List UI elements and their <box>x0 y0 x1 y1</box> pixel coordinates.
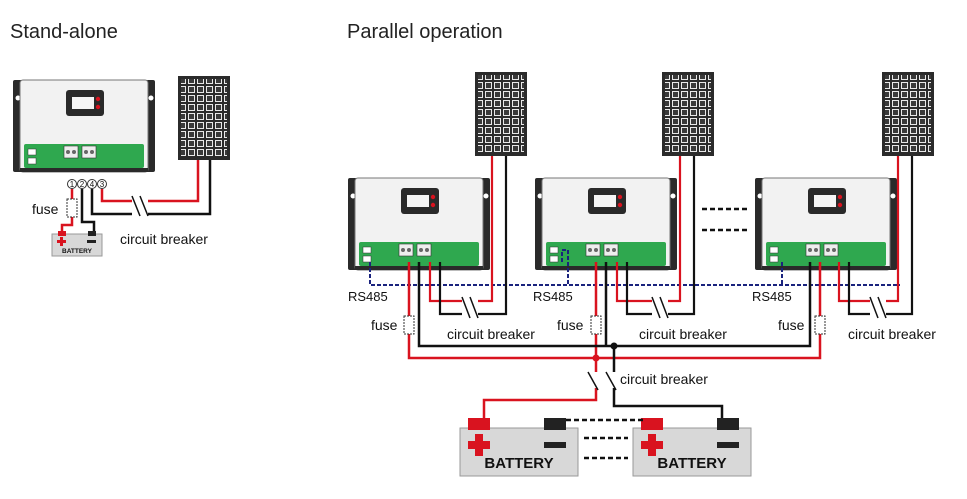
standalone-solar-panel <box>178 76 230 160</box>
terminal-label: 1 <box>70 180 75 189</box>
stand-alone-heading: Stand-alone <box>10 21 118 43</box>
terminal-label: 4 <box>90 180 95 189</box>
parallel-solar-panel-2 <box>662 72 714 156</box>
pv-circuit-breaker-label-3: circuit breaker <box>848 326 936 342</box>
terminal-label: 3 <box>100 180 105 189</box>
standalone-battery-label: BATTERY <box>62 248 93 255</box>
parallel-battery-1: BATTERY <box>459 417 579 477</box>
parallel-fuse-label-3: fuse <box>778 317 805 333</box>
parallel-solar-panel-1 <box>475 72 527 156</box>
standalone-battery: BATTERY <box>51 231 103 257</box>
bus-junction-dots <box>592 342 618 362</box>
standalone-circuit-breaker-label: circuit breaker <box>120 231 208 247</box>
main-circuit-breaker-label: circuit breaker <box>620 371 708 387</box>
parallel-operation-heading: Parallel operation <box>347 21 503 43</box>
parallel-pv-wiring <box>428 156 914 316</box>
pv-circuit-breaker-label-1: circuit breaker <box>447 326 535 342</box>
main-battery-breaker-symbol <box>587 371 617 391</box>
parallel-fuses <box>403 315 826 335</box>
standalone-terminals: 1 2 4 3 <box>67 179 107 189</box>
parallel-battery-2: BATTERY <box>632 417 752 477</box>
standalone-fuse <box>66 198 78 218</box>
rs485-label-3: RS485 <box>752 289 792 304</box>
parallel-fuse-label-2: fuse <box>557 317 584 333</box>
standalone-circuit-breaker-symbol <box>131 195 149 217</box>
parallel-controller-2 <box>534 177 678 271</box>
parallel-battery-2-label: BATTERY <box>657 455 726 472</box>
terminal-label: 2 <box>80 180 85 189</box>
parallel-pv-breaker-symbols <box>461 296 887 319</box>
standalone-controller <box>12 79 156 173</box>
pv-circuit-breaker-label-2: circuit breaker <box>639 326 727 342</box>
parallel-fuse-label-1: fuse <box>371 317 398 333</box>
parallel-controller-3 <box>754 177 898 271</box>
parallel-solar-panel-3 <box>882 72 934 156</box>
rs485-communication-link <box>369 249 900 286</box>
parallel-controller-1 <box>347 177 491 271</box>
standalone-fuse-label: fuse <box>32 201 59 217</box>
battery-link-dashes <box>566 418 644 460</box>
parallel-continuation-dashes <box>702 207 748 232</box>
parallel-battery-1-label: BATTERY <box>484 455 553 472</box>
rs485-label-1: RS485 <box>348 289 388 304</box>
rs485-label-2: RS485 <box>533 289 573 304</box>
